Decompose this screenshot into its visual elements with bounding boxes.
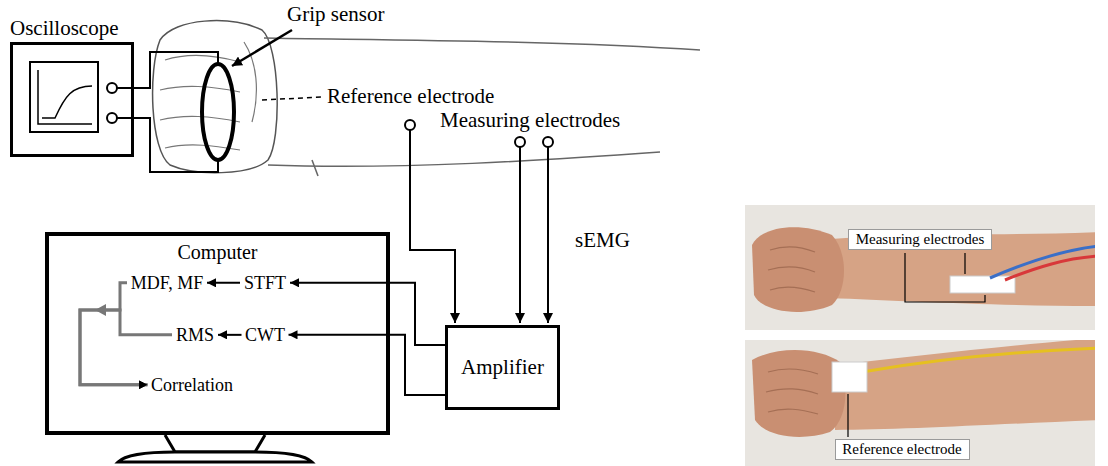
feature-label: RMS xyxy=(172,324,218,347)
part-label: Measuring electrodes xyxy=(440,108,620,132)
leader-line xyxy=(262,97,322,100)
electrode-wire xyxy=(1005,256,1095,280)
node-text: Amplifier xyxy=(461,355,544,379)
leader-line xyxy=(232,30,292,66)
electrode-patch xyxy=(832,362,867,392)
electrode-terminal xyxy=(405,120,415,130)
arm-outline xyxy=(268,152,660,166)
grip-sensor xyxy=(202,64,234,160)
forearm xyxy=(835,340,1095,430)
amplifier-box: Amplifier xyxy=(445,325,560,410)
node-text: RMS xyxy=(175,325,215,346)
scope-terminal xyxy=(107,83,117,93)
fist xyxy=(752,227,844,312)
fist-outline xyxy=(153,21,278,173)
scope-screen xyxy=(30,62,98,132)
scope-terminal xyxy=(107,113,117,123)
part-label: Grip sensor xyxy=(287,2,384,26)
leader-line xyxy=(847,394,848,437)
electrode-terminal xyxy=(543,137,553,147)
photo xyxy=(745,340,1095,466)
node-text: Computer xyxy=(49,241,386,264)
signal-wire xyxy=(519,147,521,323)
arm-outline xyxy=(264,38,700,50)
electrode-terminal xyxy=(515,137,525,147)
oscilloscope-box: Oscilloscope xyxy=(10,42,134,157)
photo-tag: Measuring electrodes xyxy=(848,229,992,250)
transform-label: STFT xyxy=(240,272,290,295)
node-text: Correlation xyxy=(151,375,234,396)
computer-monitor: ComputerMDF, MF STFT RMS CWT Correlation xyxy=(45,232,390,435)
node-text: Measuring electrodes xyxy=(855,231,985,248)
finger-lines xyxy=(766,369,818,414)
monitor-stand xyxy=(165,435,265,452)
node-text: STFT xyxy=(243,273,287,294)
transform-label: CWT xyxy=(242,324,289,347)
node-text: MDF, MF xyxy=(130,273,204,294)
scope-axes xyxy=(38,70,92,124)
result-label: Correlation xyxy=(148,374,237,397)
part-label: Reference electrode xyxy=(327,84,494,108)
finger-lines xyxy=(768,247,815,292)
connector-arrow xyxy=(218,334,242,336)
leader-line xyxy=(905,253,985,302)
electrode-wire xyxy=(862,348,1095,372)
fist xyxy=(752,350,845,437)
node-text: Oscilloscope xyxy=(10,16,118,40)
feature-label: MDF, MF xyxy=(127,272,207,295)
signal-wire xyxy=(547,147,549,323)
connector-arrow xyxy=(289,335,446,395)
signal-name: sEMG xyxy=(575,228,630,252)
node-text: Reference electrode xyxy=(842,441,963,458)
connector-arrow xyxy=(207,282,240,284)
node-text: CWT xyxy=(245,325,286,346)
scope-trace xyxy=(42,86,92,118)
photo-tag: Reference electrode xyxy=(835,439,970,460)
signal-wire xyxy=(410,130,455,323)
arm-crease xyxy=(312,160,318,176)
photo xyxy=(745,205,1095,330)
finger-lines xyxy=(160,42,256,150)
electrode-wire xyxy=(990,246,1095,278)
connector-arrow xyxy=(80,310,172,385)
monitor-base xyxy=(118,452,312,462)
forearm xyxy=(820,232,1095,306)
